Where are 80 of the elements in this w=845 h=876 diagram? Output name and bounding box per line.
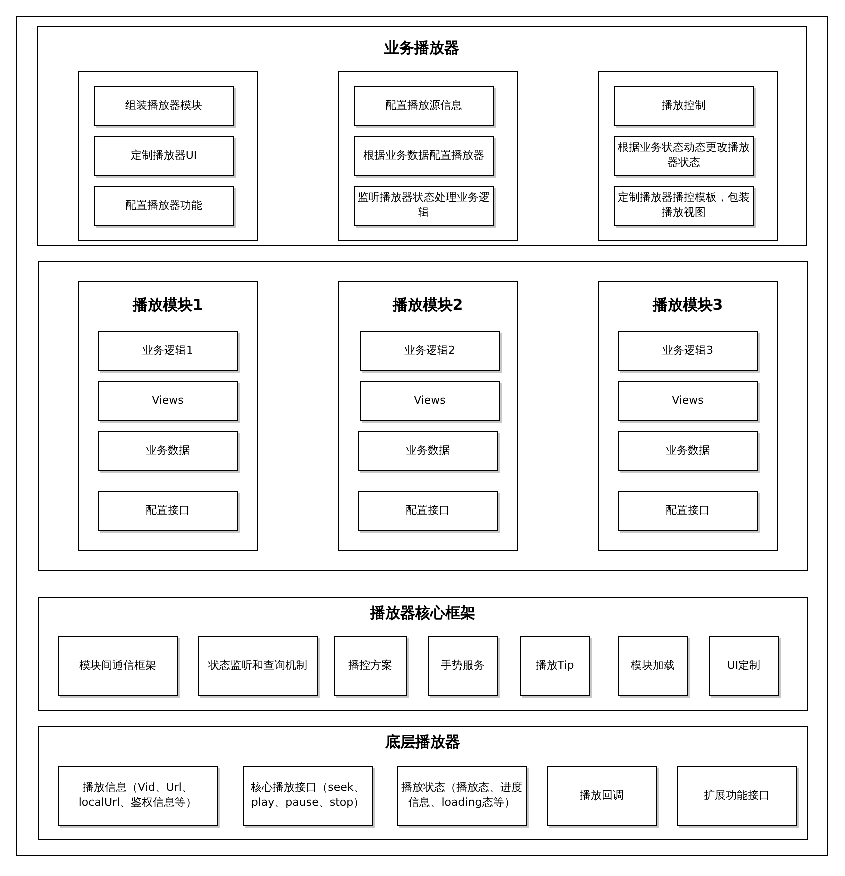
section-title: 业务播放器 bbox=[384, 39, 460, 58]
box-label: Views bbox=[413, 394, 447, 408]
item-box bbox=[98, 331, 238, 371]
item-box bbox=[354, 136, 494, 176]
box-label: 业务逻辑1 bbox=[142, 344, 194, 358]
section-panel bbox=[338, 281, 518, 551]
box-label: 播放信息（Vid、Url、localUrl、鉴权信息等） bbox=[78, 781, 198, 811]
item-box bbox=[94, 136, 234, 176]
box-label: 扩展功能接口 bbox=[703, 788, 771, 804]
box-label: 配置接口 bbox=[405, 504, 451, 518]
box-label: 核心播放接口（seek、play、pause、stop） bbox=[250, 781, 366, 811]
item-box bbox=[428, 636, 498, 696]
section-panel bbox=[598, 281, 778, 551]
box-label: 组装播放器模块 bbox=[124, 98, 204, 114]
item-box bbox=[98, 491, 238, 531]
box-label: 配置播放器功能 bbox=[124, 198, 204, 214]
item-box bbox=[94, 186, 234, 226]
box-label: Views bbox=[671, 394, 705, 408]
box-label: UI定制 bbox=[726, 658, 762, 674]
item-box bbox=[354, 86, 494, 126]
item-box bbox=[614, 86, 754, 126]
section-title: 播放模块2 bbox=[392, 296, 464, 315]
box-label: 业务数据 bbox=[665, 444, 711, 458]
item-box bbox=[334, 636, 407, 696]
item-box bbox=[58, 636, 178, 696]
section-panel bbox=[37, 26, 807, 246]
item-box bbox=[618, 491, 758, 531]
box-label: 定制播放器播控模板，包装播放视图 bbox=[617, 191, 751, 221]
item-box bbox=[709, 636, 779, 696]
item-box bbox=[618, 636, 688, 696]
section-title: 播放模块3 bbox=[652, 296, 724, 315]
box-label: 模块加载 bbox=[630, 658, 676, 674]
box-label: 业务数据 bbox=[405, 444, 451, 458]
frame-box bbox=[38, 261, 808, 571]
box-label: 业务逻辑2 bbox=[404, 344, 456, 358]
box-label: Views bbox=[151, 394, 185, 408]
item-box bbox=[618, 381, 758, 421]
box-label: 根据业务数据配置播放器 bbox=[362, 148, 486, 164]
item-box bbox=[677, 766, 797, 826]
section-title: 播放模块1 bbox=[132, 296, 204, 315]
section-panel bbox=[38, 597, 808, 711]
frame-box bbox=[338, 71, 518, 241]
box-label: 业务数据 bbox=[145, 444, 191, 458]
frame-box bbox=[78, 71, 258, 241]
item-box bbox=[618, 331, 758, 371]
box-label: 手势服务 bbox=[440, 658, 486, 674]
box-label: 状态监听和查询机制 bbox=[208, 658, 308, 674]
box-label: 播放Tip bbox=[534, 658, 576, 674]
box-label: 监听播放器状态处理业务逻辑 bbox=[357, 191, 491, 221]
section-panel bbox=[78, 281, 258, 551]
item-box bbox=[243, 766, 373, 826]
box-label: 定制播放器UI bbox=[130, 148, 198, 164]
item-box bbox=[520, 636, 590, 696]
box-label: 播控方案 bbox=[348, 658, 394, 674]
item-box bbox=[397, 766, 527, 826]
item-box bbox=[358, 431, 498, 471]
item-box bbox=[58, 766, 218, 826]
box-label: 根据业务状态动态更改播放器状态 bbox=[617, 141, 751, 171]
item-box bbox=[98, 431, 238, 471]
box-label: 配置播放源信息 bbox=[384, 98, 464, 114]
item-box bbox=[618, 431, 758, 471]
box-label: 播放回调 bbox=[579, 788, 625, 804]
item-box bbox=[94, 86, 234, 126]
item-box bbox=[360, 381, 500, 421]
item-box bbox=[358, 491, 498, 531]
section-title: 播放器核心框架 bbox=[369, 604, 476, 623]
box-label: 播放状态（播放态、进度信息、loading态等） bbox=[400, 781, 524, 811]
box-label: 业务逻辑3 bbox=[662, 344, 714, 358]
item-box bbox=[360, 331, 500, 371]
box-label: 配置接口 bbox=[145, 504, 191, 518]
section-panel bbox=[38, 726, 808, 840]
section-title: 底层播放器 bbox=[384, 733, 462, 752]
frame-box bbox=[598, 71, 778, 241]
box-label: 配置接口 bbox=[665, 504, 711, 518]
frame-box bbox=[16, 16, 828, 856]
item-box bbox=[98, 381, 238, 421]
item-box bbox=[198, 636, 318, 696]
item-box bbox=[547, 766, 657, 826]
box-label: 模块间通信框架 bbox=[78, 658, 158, 674]
box-label: 播放控制 bbox=[661, 98, 707, 114]
